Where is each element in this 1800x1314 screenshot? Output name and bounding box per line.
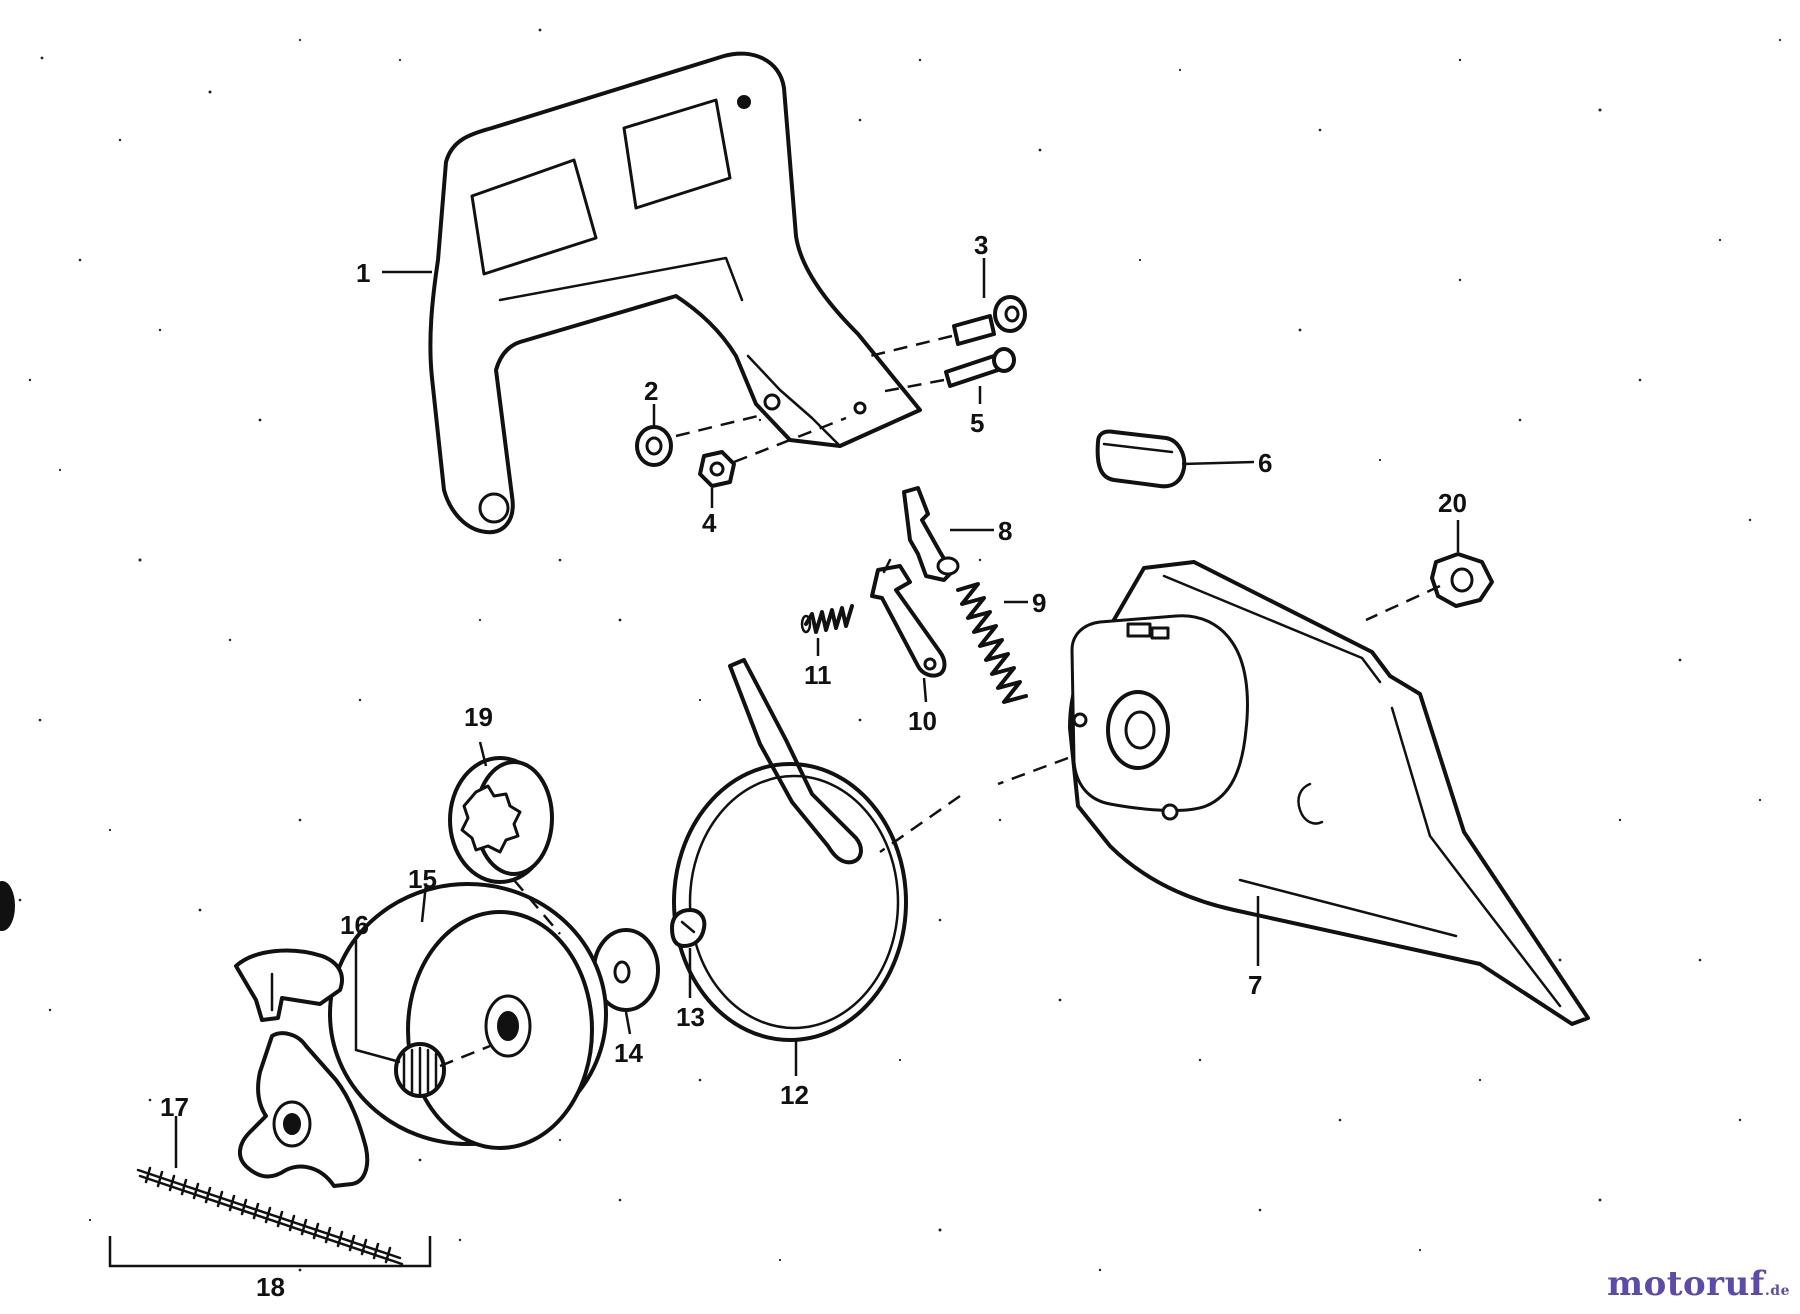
spring-icon (956, 582, 1028, 704)
callout-3: 3 (974, 230, 988, 260)
clutch-drum-icon (328, 882, 608, 1150)
leader-lines (174, 258, 1460, 1168)
callout-16: 16 (340, 910, 369, 940)
clutch-hub-icon (238, 1031, 370, 1188)
washer-icon (635, 425, 673, 467)
callout-7: 7 (1248, 970, 1262, 1000)
assembly-lines (439, 334, 1441, 1068)
callout-15: 15 (408, 864, 437, 894)
lever-icon (870, 558, 947, 678)
callout-17: 17 (160, 1092, 189, 1122)
callout-10: 10 (908, 706, 937, 736)
spring-icon (136, 1166, 404, 1266)
nut-icon (1430, 552, 1494, 608)
needle-bearing-icon (394, 1042, 446, 1098)
watermark-main: motoruf (1607, 1264, 1765, 1304)
spring-icon (800, 604, 854, 634)
callout-1: 1 (356, 258, 370, 288)
pivot-bolt-icon (952, 295, 1027, 346)
callout-18: 18 (256, 1272, 285, 1302)
plunger-icon (902, 486, 960, 582)
callout-13: 13 (676, 1002, 705, 1032)
callout-9: 9 (1032, 588, 1046, 618)
callout-8: 8 (998, 516, 1012, 546)
callout-6: 6 (1258, 448, 1272, 478)
callout-14: 14 (614, 1038, 643, 1068)
rim-sprocket-icon (448, 756, 554, 884)
clutch-assembly-bracket-icon (108, 1236, 432, 1268)
callout-5: 5 (970, 408, 984, 438)
pin-icon (944, 347, 1016, 388)
sprocket-cover-icon (1068, 560, 1590, 1026)
callout-labels: 1 2 3 4 5 6 7 8 9 10 11 12 13 14 15 16 1… (160, 230, 1467, 1302)
bumper-icon (1095, 429, 1187, 489)
callout-4: 4 (702, 508, 717, 538)
clutch-shoe-icon (234, 948, 344, 1022)
nut-icon (698, 450, 736, 488)
callout-20: 20 (1438, 488, 1467, 518)
watermark-logo: motoruf.de (1607, 1264, 1790, 1304)
callout-2: 2 (644, 376, 658, 406)
hand-guard-icon (428, 51, 922, 535)
washer-icon (592, 928, 660, 1012)
callout-12: 12 (780, 1080, 809, 1110)
clip-icon (670, 908, 707, 948)
scan-blot (0, 881, 15, 931)
callout-19: 19 (464, 702, 493, 732)
brake-band-icon (672, 658, 908, 1042)
callout-11: 11 (804, 660, 832, 690)
watermark-tld: .de (1764, 1283, 1790, 1299)
